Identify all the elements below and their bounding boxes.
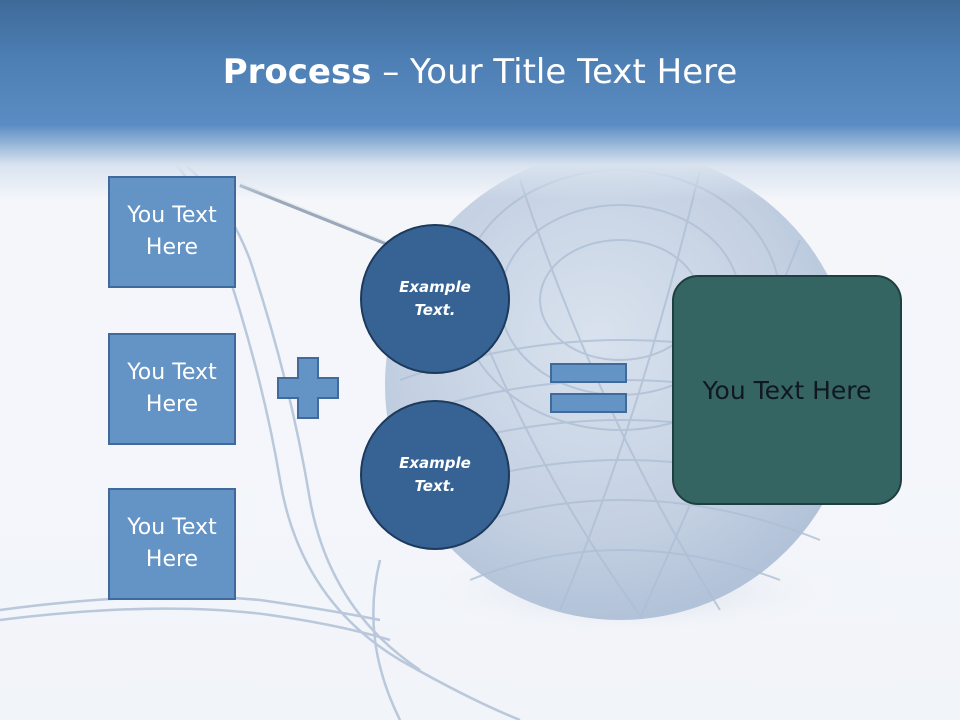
example-circle-1: Example Text. [360,224,510,374]
input-box-1: You Text Here [108,176,236,288]
title-bar [0,0,960,200]
input-box-3: You Text Here [108,488,236,600]
page-title: Process – Your Title Text Here [0,52,960,92]
title-rest: – Your Title Text Here [371,52,738,92]
example-circle-2: Example Text. [360,400,510,550]
result-box: You Text Here [672,275,902,505]
title-bold: Process [222,52,372,92]
equals-icon-bottom-bar [550,393,627,413]
equals-icon-top-bar [550,363,627,383]
plus-icon [277,357,339,419]
input-box-2: You Text Here [108,333,236,445]
